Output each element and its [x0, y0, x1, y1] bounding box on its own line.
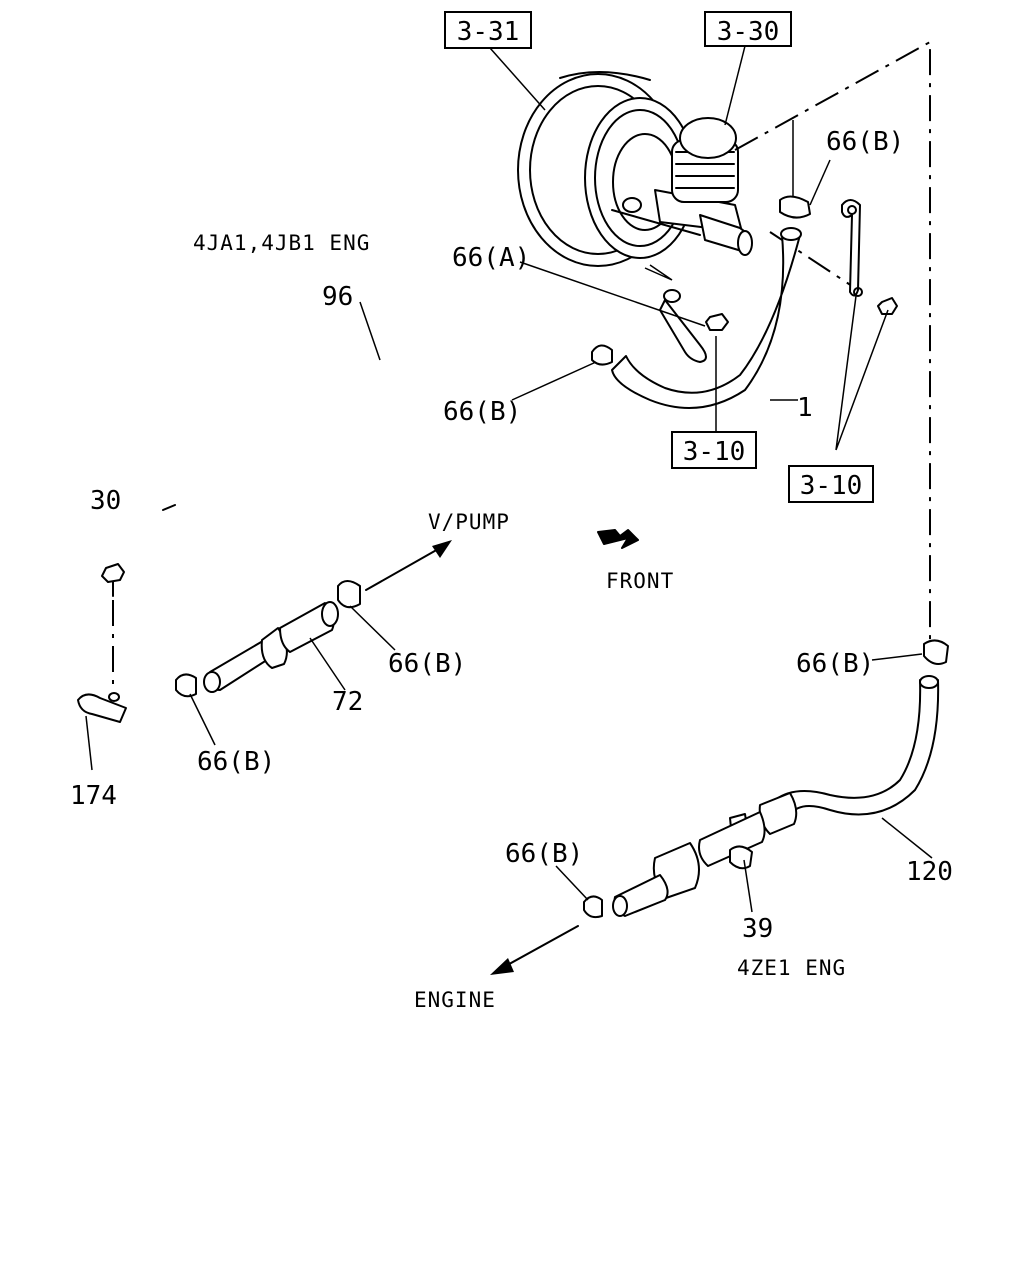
ref-box-3-10-left: 3-10	[671, 431, 757, 469]
label-66b-bottom: 66(B)	[505, 839, 583, 869]
ref-3-30-text: 3-30	[717, 17, 780, 47]
clamp-174	[77, 693, 127, 723]
check-valve	[644, 264, 707, 363]
note-engine: ENGINE	[414, 988, 496, 1012]
label-96: 96	[322, 282, 353, 312]
front-arrow-icon	[597, 529, 639, 549]
label-66b-mid: 66(B)	[443, 397, 521, 427]
brake-booster	[517, 71, 701, 267]
ref-box-3-10-right: 3-10	[788, 465, 874, 503]
ref-box-3-30: 3-30	[704, 11, 792, 47]
ref-3-31-text: 3-31	[457, 17, 520, 47]
label-66b-pipe: 66(B)	[388, 649, 466, 679]
v-pump-arrow	[365, 540, 452, 591]
master-cylinder	[622, 117, 753, 256]
nut-icon	[705, 297, 898, 331]
label-72: 72	[332, 687, 363, 717]
engine-arrow	[490, 925, 579, 975]
label-66b-bend: 66(B)	[197, 747, 275, 777]
ref-3-10-right-text: 3-10	[800, 471, 863, 501]
note-engine-4ze1: 4ZE1 ENG	[737, 956, 846, 980]
hose-120	[612, 675, 940, 917]
note-front: FRONT	[606, 569, 674, 593]
hose-72	[203, 601, 339, 693]
label-39: 39	[742, 914, 773, 944]
label-66a: 66(A)	[452, 243, 530, 273]
label-120: 120	[906, 857, 953, 887]
label-66b-top: 66(B)	[826, 127, 904, 157]
bolt-icon	[101, 563, 125, 702]
vacuum-hose-1	[611, 227, 802, 409]
ref-3-10-left-text: 3-10	[683, 437, 746, 467]
label-174: 174	[70, 781, 117, 811]
label-1: 1	[797, 393, 813, 423]
clamp-icon	[175, 195, 949, 919]
note-v-pump: V/PUMP	[428, 510, 510, 534]
ref-box-3-31: 3-31	[444, 11, 532, 49]
note-engine-4ja1: 4JA1,4JB1 ENG	[193, 231, 370, 255]
bracket	[841, 199, 863, 297]
label-66b-right: 66(B)	[796, 649, 874, 679]
vacuum-pipe-96	[71, 290, 595, 720]
label-30: 30	[90, 486, 121, 516]
